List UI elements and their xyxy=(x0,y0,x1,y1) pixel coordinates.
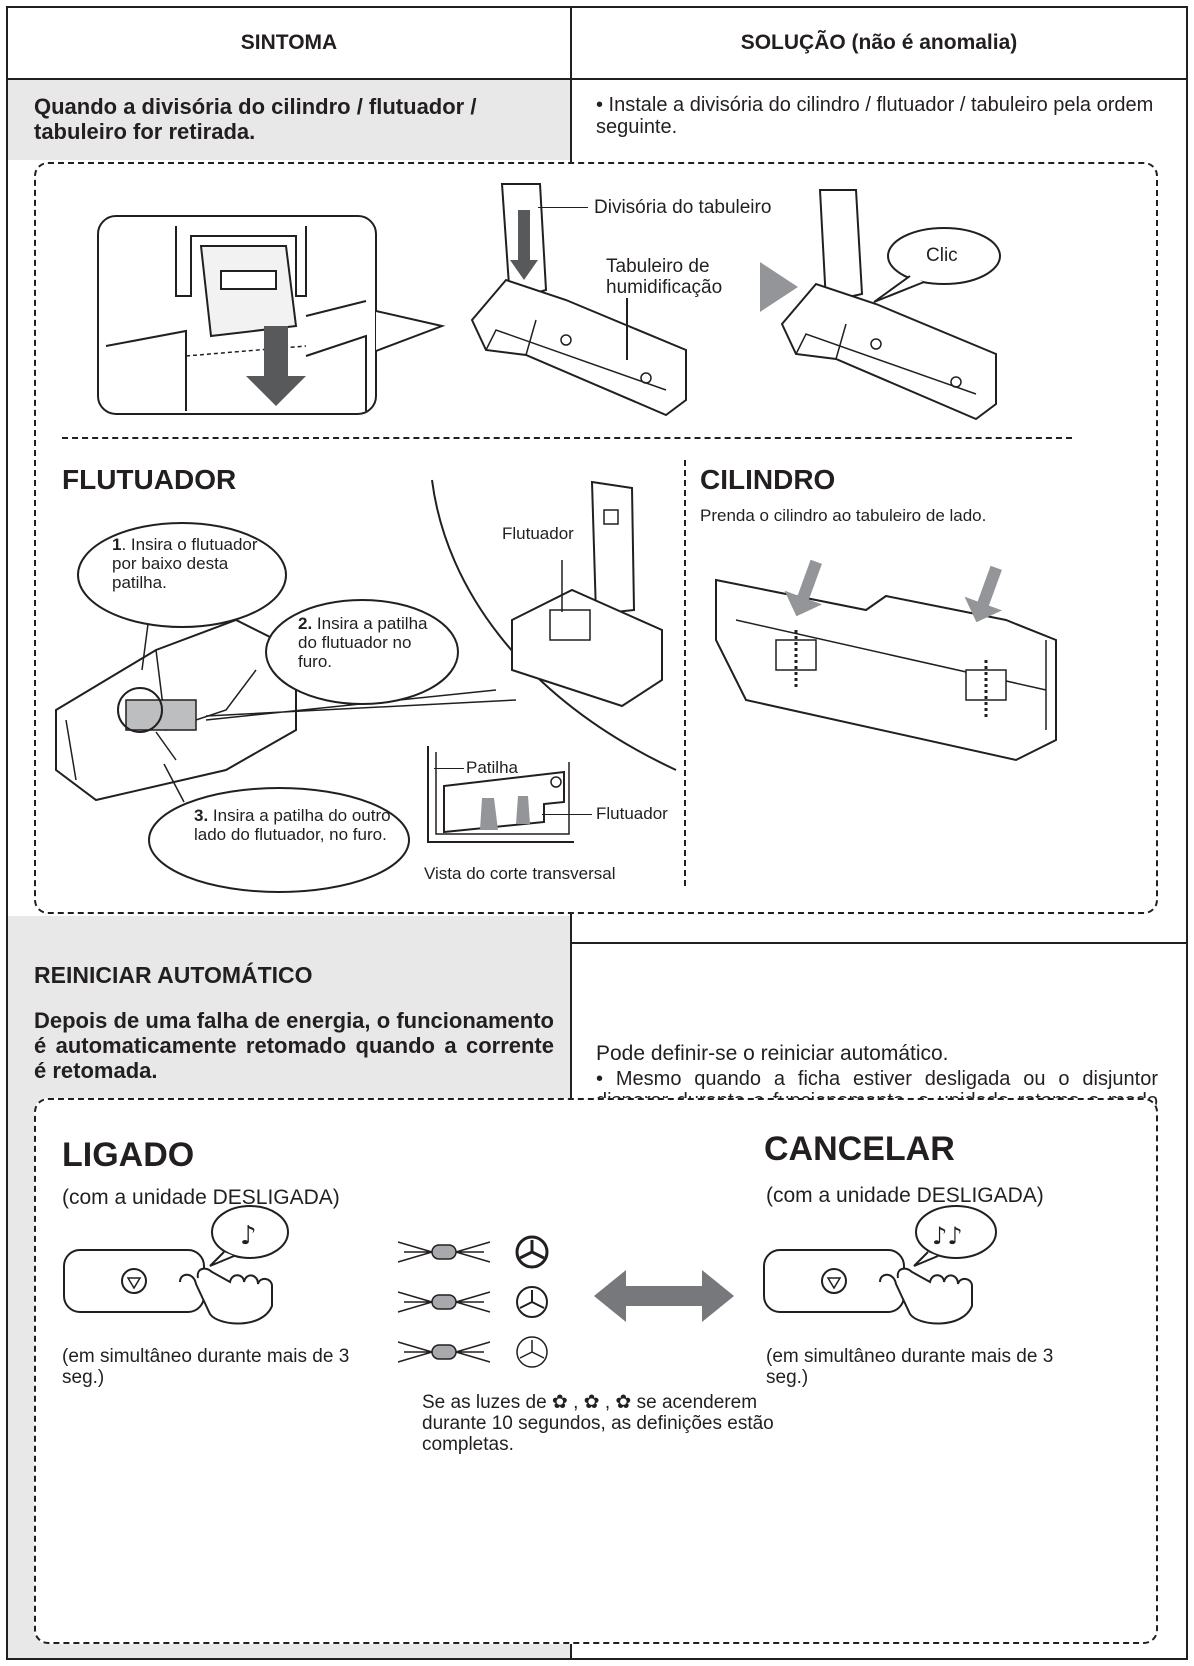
step2-bubble xyxy=(265,599,459,705)
solution-row2-line1: Pode definir-se o reiniciar automático. xyxy=(596,1042,949,1065)
humidification-tray-leader xyxy=(626,298,628,360)
column-divider-bottom xyxy=(570,1640,572,1660)
float-label-2: Flutuador xyxy=(596,804,668,823)
cancel-button-illustration xyxy=(763,1249,973,1325)
step1-text: 1. Insira o flutuador por baixo desta pa… xyxy=(112,535,258,592)
cylinder-text: Prenda o cilindro ao tabuleiro de lado. xyxy=(700,506,987,525)
cross-section-label: Vista do corte transversal xyxy=(424,864,616,883)
cancel-title: CANCELAR xyxy=(764,1130,955,1168)
inner-dash-vertical xyxy=(684,460,686,886)
humidification-tray-label: Tabuleiro de humidificação xyxy=(606,256,723,298)
on-hold-text: (em simultâneo durante mais de 3 seg.) xyxy=(62,1346,350,1388)
step2-text: 2. Insira a patilha do flutuador no furo… xyxy=(298,614,428,671)
auto-restart-box xyxy=(34,1098,1158,1644)
cancel-hold-text: (em simultâneo durante mais de 3 seg.) xyxy=(766,1346,1054,1388)
float-insertion-illustration xyxy=(55,479,677,802)
click-label: Clic xyxy=(926,245,958,266)
step3-bubble xyxy=(148,763,410,893)
cylinder-title: CILINDRO xyxy=(700,464,836,495)
music-note-bubble-cancel: ♪♪ xyxy=(913,1205,997,1267)
lights-note: Se as luzes de ✿ , ✿ , ✿ se acenderem du… xyxy=(422,1392,774,1455)
solution-row1: • Instale a divisória do cilindro / flut… xyxy=(596,94,1154,138)
symptom-bg-row1 xyxy=(8,80,570,160)
step3-text: 3. Insira a patilha do outro lado do flu… xyxy=(194,806,391,844)
float-title: FLUTUADOR xyxy=(62,464,237,495)
double-arrow-icon xyxy=(594,1270,734,1322)
header-solution: SOLUÇÃO (não é anomalia) xyxy=(572,8,1186,80)
on-title: LIGADO xyxy=(62,1136,195,1174)
on-subtitle: (com a unidade DESLIGADA) xyxy=(62,1186,340,1209)
step1-bubble xyxy=(77,522,287,671)
header-symptom: SINTOMA xyxy=(8,8,570,80)
fan-indicator-lights xyxy=(397,1235,549,1368)
tab-leader xyxy=(434,768,464,769)
row-divider xyxy=(570,942,1186,944)
cross-section-illustration xyxy=(427,746,574,843)
next-step-arrow xyxy=(760,262,798,312)
page-frame xyxy=(6,6,1188,1660)
float-closeup-illustration xyxy=(511,480,663,708)
click-bubble xyxy=(873,227,1001,303)
section-title-auto-restart: REINICIAR AUTOMÁTICO xyxy=(34,962,313,988)
svg-text:♪: ♪ xyxy=(240,1221,257,1251)
tray-zoom-illustration xyxy=(97,215,446,415)
cancel-subtitle: (com a unidade DESLIGADA) xyxy=(766,1184,1044,1207)
cylinder-illustration xyxy=(715,559,1057,762)
tray-divider-leader xyxy=(538,207,588,208)
svg-text:♪♪: ♪♪ xyxy=(932,1222,963,1250)
symptom-row1: Quando a divisória do cilindro / flutuad… xyxy=(34,94,477,144)
symptom-row2: Depois de uma falha de energia, o funcio… xyxy=(34,1008,554,1083)
tab-label: Patilha xyxy=(466,758,518,777)
tray-divider-illustration xyxy=(470,183,687,417)
music-note-bubble-on: ♪ xyxy=(209,1205,289,1267)
column-divider-mid xyxy=(570,910,572,1098)
on-button-illustration xyxy=(63,1249,273,1325)
column-divider-top xyxy=(570,8,572,162)
tray-divider-label: Divisória do tabuleiro xyxy=(594,197,772,218)
float-label: Flutuador xyxy=(502,524,574,543)
inner-dash-divider xyxy=(62,437,1072,439)
float-leader xyxy=(542,814,592,815)
tray-click-illustration xyxy=(780,189,997,421)
